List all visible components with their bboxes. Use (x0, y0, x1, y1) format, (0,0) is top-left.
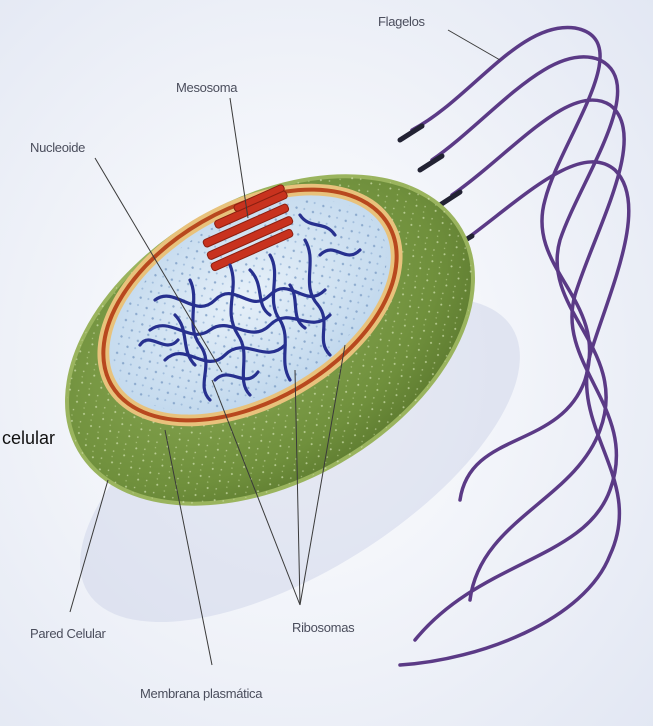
label-nucleoide: Nucleoide (30, 140, 85, 155)
label-ribosomas: Ribosomas (292, 620, 354, 635)
label-pared-celular: Pared Celular (30, 626, 106, 641)
label-membrana-plasmatica: Membrana plasmática (140, 686, 262, 701)
label-celular: celular (2, 428, 55, 449)
label-flagelos: Flagelos (378, 14, 425, 29)
label-mesosoma: Mesosoma (176, 80, 237, 95)
